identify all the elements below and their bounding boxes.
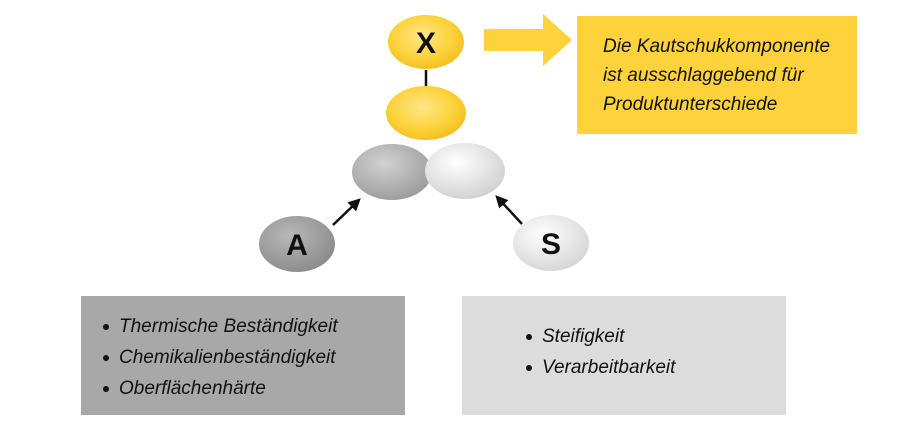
callout-arrow (484, 14, 572, 66)
node-x-result (386, 86, 466, 140)
callout-line: Die Kautschukkomponente (603, 36, 831, 57)
node-x-label: X (416, 27, 436, 60)
callout-background (577, 16, 857, 134)
node-s (513, 215, 589, 271)
arrow-a-up (332, 198, 361, 226)
arrow-s-up (495, 195, 523, 225)
node-s-label: S (541, 228, 561, 261)
box-s-properties: Steifigkeit Verarbeitbarkeit (462, 296, 786, 415)
box-s-list: Steifigkeit Verarbeitbarkeit (522, 321, 786, 383)
node-x (388, 15, 464, 69)
box-a-properties: Thermische Beständigkeit Chemikalienbest… (81, 296, 405, 415)
box-a-item: Chemikalienbeständigkeit (99, 342, 405, 373)
node-a-label: A (286, 229, 308, 262)
box-a-background (81, 296, 405, 415)
callout-line: Produktunterschiede (603, 94, 778, 115)
node-a (259, 216, 335, 272)
center-node-light (425, 143, 505, 199)
box-s-item: Steifigkeit (522, 321, 786, 352)
callout-line: ist ausschlaggebend für (603, 65, 804, 86)
center-node-gray (352, 144, 432, 200)
callout-text: Die Kautschukkomponente ist ausschlaggeb… (577, 16, 857, 134)
box-a-item: Oberflächenhärte (99, 373, 405, 404)
box-s-background (462, 296, 786, 415)
box-a-list: Thermische Beständigkeit Chemikalienbest… (99, 311, 405, 404)
box-a-item: Thermische Beständigkeit (99, 311, 405, 342)
box-s-item: Verarbeitbarkeit (522, 352, 786, 383)
